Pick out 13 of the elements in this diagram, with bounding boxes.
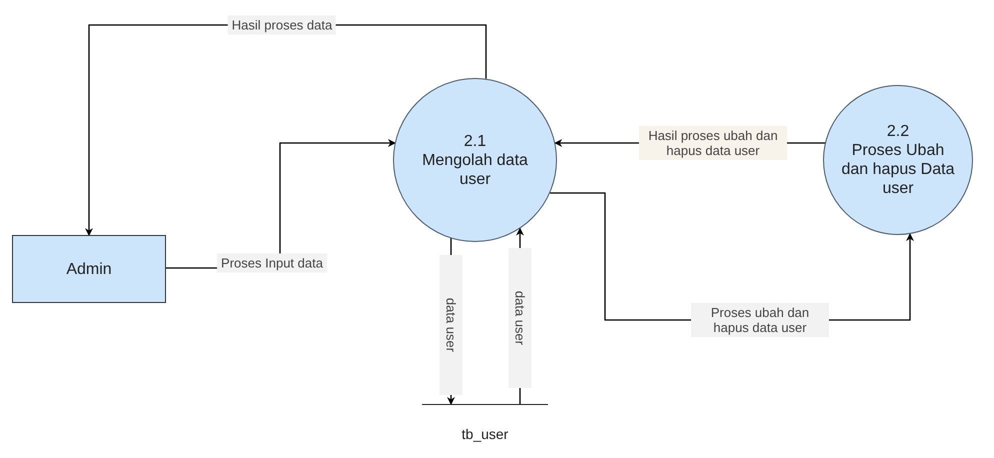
process-number: 2.2 bbox=[886, 122, 910, 141]
edge-label: Proses ubah dan hapus data user bbox=[691, 303, 829, 337]
external-entity-box bbox=[12, 235, 166, 303]
edge-label: Proses Input data bbox=[217, 254, 327, 272]
entity-name: Admin bbox=[66, 260, 112, 278]
process-name: Mengolah data user bbox=[421, 150, 529, 188]
data-store-name: tb_user bbox=[462, 425, 508, 444]
process-name: Proses Ubah dan hapus Data user bbox=[840, 141, 956, 198]
edge-label: data user bbox=[508, 248, 532, 388]
process-number: 2.1 bbox=[464, 132, 486, 150]
edge-label: Hasil proses data bbox=[228, 16, 336, 34]
edge-label: data user bbox=[440, 255, 462, 395]
edge-label: Hasil proses ubah dan hapus data user bbox=[639, 126, 787, 160]
